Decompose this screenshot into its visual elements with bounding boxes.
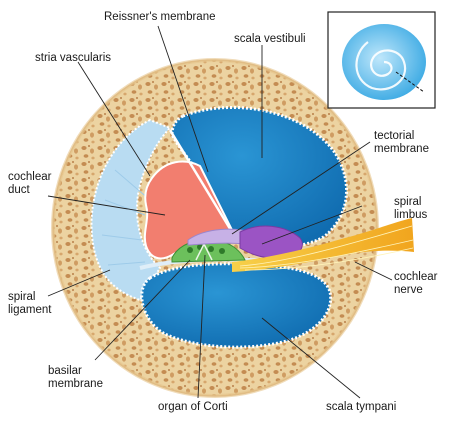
label-cochlear-nerve: cochlear nerve [394, 271, 438, 296]
label-basilar-membrane: basilar membrane [48, 365, 103, 390]
scala-vestibuli-chamber [170, 106, 349, 248]
label-scala-tympani: scala tympani [326, 401, 397, 413]
label-organ-of-corti: organ of Corti [158, 401, 228, 413]
label-scala-vestibuli: scala vestibuli [234, 33, 306, 45]
label-spiral-limbus: spiral limbus [394, 196, 428, 221]
label-tectorial-membrane: tectorial membrane [374, 130, 429, 155]
label-reissners-membrane: Reissner's membrane [104, 11, 216, 23]
cochlear-nerve-bundle [232, 218, 414, 272]
label-stria-vascularis: stria vascularis [35, 52, 112, 64]
scala-tympani-chamber [140, 262, 333, 349]
leader-lines [47, 25, 393, 399]
cochlea-spiral-inset [327, 11, 436, 109]
label-spiral-ligament: spiral ligament [8, 291, 52, 316]
label-cochlear-duct: cochlear duct [8, 171, 52, 196]
